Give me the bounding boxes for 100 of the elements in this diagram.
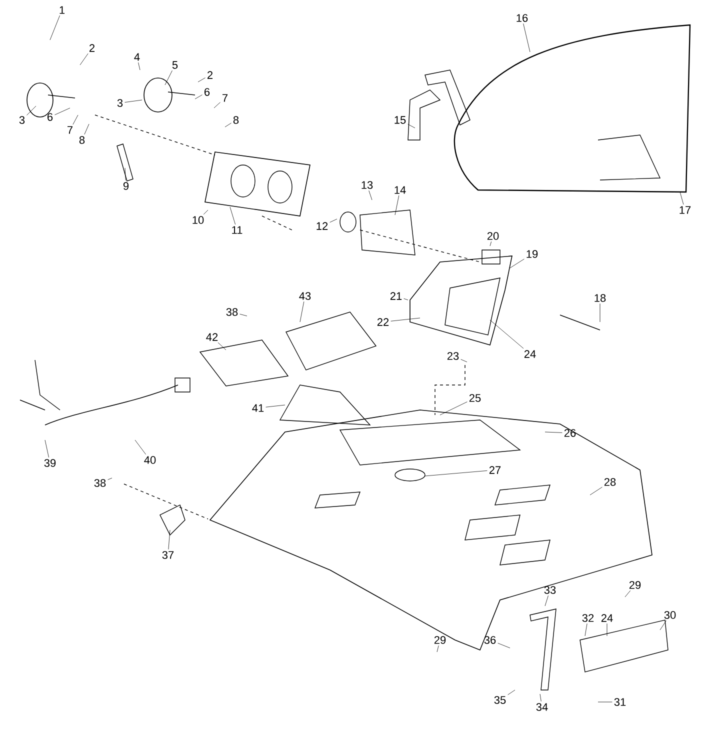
callout-number: 6 [204,88,210,96]
leader-line [138,62,140,70]
callout-number: 1 [60,6,65,14]
leader-line [660,620,666,630]
callout-number: 8 [79,136,85,144]
callout-number: 16 [516,14,528,22]
callout-number: 10 [192,216,204,224]
leader-line [590,486,602,496]
leader-line [490,320,524,349]
callout-number: 8 [233,116,239,124]
leader-line [50,15,60,40]
callout-number: 15 [394,116,406,124]
leader-line [134,440,146,455]
callout-number: 3 [19,116,25,124]
callout-number: 9 [123,182,129,190]
leader-line [224,122,232,128]
leader-line [510,258,524,268]
leader-line [523,23,530,52]
leader-line [544,432,562,433]
leader-line [84,124,90,135]
callout-number: 24 [601,614,613,622]
callout-number: 24 [524,350,536,358]
leader-line [584,623,588,636]
leader-line [54,108,70,116]
leader-line [440,402,468,416]
leader-line [124,100,142,103]
leader-line [368,190,372,200]
callout-number: 37 [162,551,174,559]
callout-number: 43 [299,292,311,300]
leader-line [460,359,468,362]
callout-number: 21 [390,292,402,300]
callout-number: 30 [664,611,676,619]
leader-line [26,106,36,116]
callout-number: 22 [377,318,389,326]
leader-line [498,642,510,648]
leader-line [508,690,516,695]
callout-number: 12 [316,222,328,230]
leader-line [624,590,631,598]
leader-line [424,470,488,476]
callout-number: 36 [484,636,496,644]
callout-number: 23 [447,352,459,360]
leader-line [300,301,304,322]
callout-number: 40 [144,456,156,464]
callout-number: 17 [680,206,691,214]
callout-number: 41 [252,404,264,412]
callout-number: 7 [222,94,228,102]
callout-number: 39 [44,459,56,467]
callout-number: 2 [208,71,212,79]
callout-number: 29 [434,636,446,644]
leader-line [198,78,206,82]
leader-line [408,124,416,128]
leader-line [230,206,236,225]
callout-number: 11 [232,226,242,234]
leader-line [124,168,126,181]
leader-line [544,595,548,606]
callout-number: 14 [394,186,406,194]
callout-number: 2 [90,44,94,52]
leader-line [80,53,88,66]
callout-number: 38 [226,308,238,316]
callout-number: 31 [614,698,626,706]
leader-line [44,440,49,458]
callout-number: 42 [206,333,218,341]
leader-line [194,94,202,100]
leader-line [108,478,112,480]
callout-number: 27 [489,466,501,474]
leader-line [214,102,220,108]
leader-line [394,195,400,216]
leader-line [168,530,170,550]
leader-line [164,70,172,86]
callout-number: 29 [629,581,641,589]
callout-number: 35 [494,696,506,704]
callout-number: 5 [172,61,178,69]
callout-number: 13 [362,181,373,189]
leader-line [680,192,684,205]
leader-line [330,218,338,223]
leader-line [490,241,492,246]
leader-line [436,645,439,652]
callout-number: 7 [68,126,72,134]
callout-number: 38 [94,479,106,487]
callout-number: 25 [469,394,481,402]
leader-line [606,623,608,636]
callout-number: 3 [117,99,123,107]
callout-number: 20 [487,232,499,240]
leader-line [266,404,286,408]
callout-number: 6 [48,113,53,121]
leader-line [390,318,420,322]
leader-line [203,210,208,215]
callout-number: 28 [604,478,616,486]
callout-number: 34 [536,703,548,711]
callout-number: 19 [526,250,538,258]
callout-number: 26 [564,429,576,437]
leader-line [72,114,78,125]
leader-line [404,298,408,300]
callout-number: 32 [582,614,594,622]
callout-number: 18 [594,294,606,302]
callout-number: 33 [544,586,556,594]
leader-line [240,314,248,316]
callout-number: 4 [134,53,140,61]
leader-line [218,342,226,350]
leader-line [540,694,542,702]
